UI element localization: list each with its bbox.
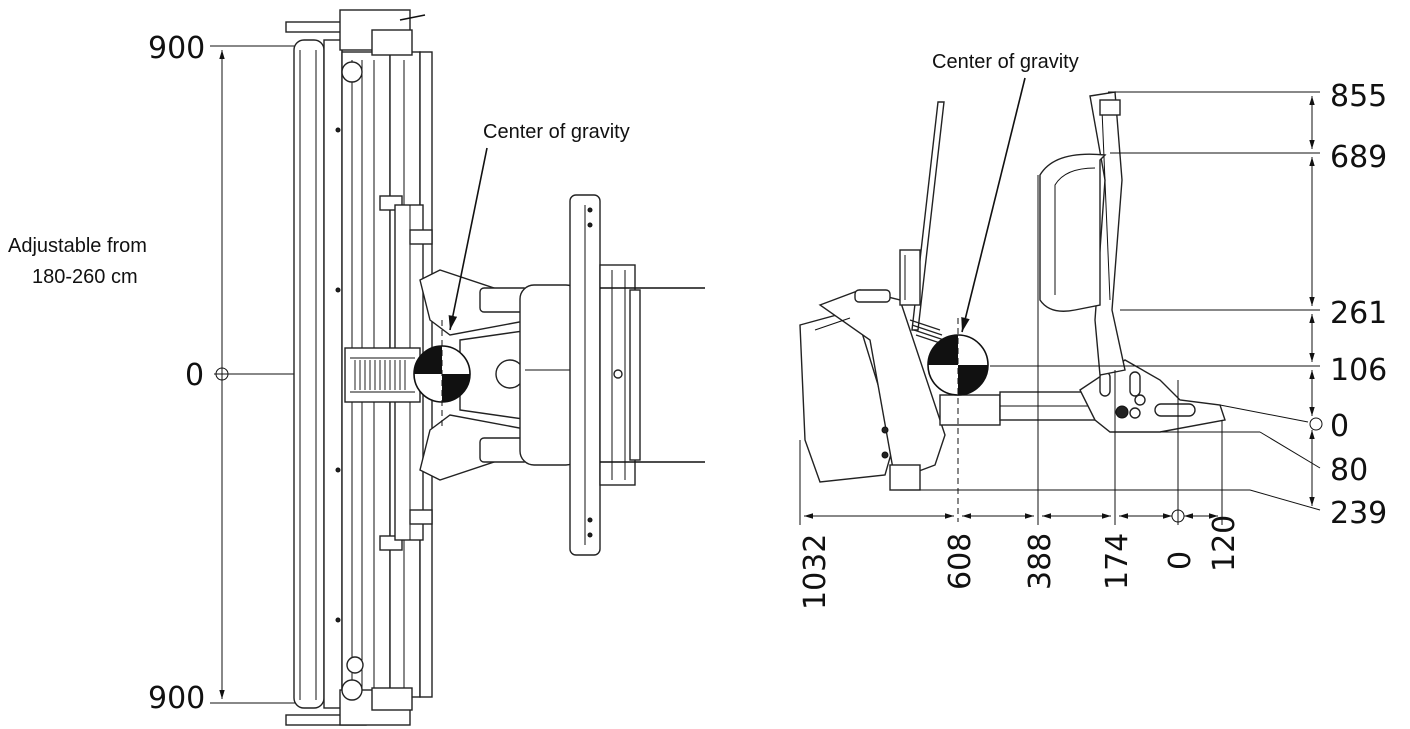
cog-label-right: Center of gravity (932, 51, 1079, 73)
dim-bottom-900: 900 (148, 681, 205, 716)
mount-plate (519, 194, 705, 556)
cog-leader-right (961, 77, 1026, 333)
mower-side-body (799, 91, 1226, 491)
ext-80-leader (1259, 431, 1321, 469)
bdim-120: 120 (1207, 515, 1242, 572)
ext-0 (1219, 404, 1309, 423)
rdim-80: 80 (1330, 453, 1368, 488)
cog-label-left: Center of gravity (483, 121, 630, 143)
origin-mark-bottom (1171, 509, 1185, 523)
right-view: Center of gravity (798, 51, 1387, 610)
mower-frame (285, 9, 433, 726)
rdim-106: 106 (1330, 353, 1387, 388)
left-view: 900 0 900 Adjustable from 180-260 cm (8, 9, 705, 726)
dim-top-900: 900 (148, 31, 205, 66)
bdim-388: 388 (1023, 533, 1058, 590)
bdim-1032: 1032 (798, 534, 833, 610)
bdim-174: 174 (1100, 533, 1135, 590)
rdim-855: 855 (1330, 79, 1387, 114)
cog-symbol-right (927, 318, 989, 522)
rdim-0: 0 (1330, 409, 1349, 444)
dim-center-0: 0 (185, 358, 204, 393)
bdim-608: 608 (943, 533, 978, 590)
cog-symbol-left (413, 320, 471, 430)
cog-leader-left (448, 147, 488, 331)
rdim-239: 239 (1330, 496, 1387, 531)
link-arms (419, 269, 531, 481)
rdim-689: 689 (1330, 140, 1387, 175)
bdim-0: 0 (1163, 551, 1198, 570)
origin-mark-right (1309, 417, 1323, 431)
rdim-261: 261 (1330, 296, 1387, 331)
center-hub (344, 347, 421, 403)
adjustable-label-line1: Adjustable from (8, 235, 147, 257)
ext-239-leader (1249, 489, 1321, 511)
adjustable-label-line2: 180-260 cm (32, 266, 138, 288)
